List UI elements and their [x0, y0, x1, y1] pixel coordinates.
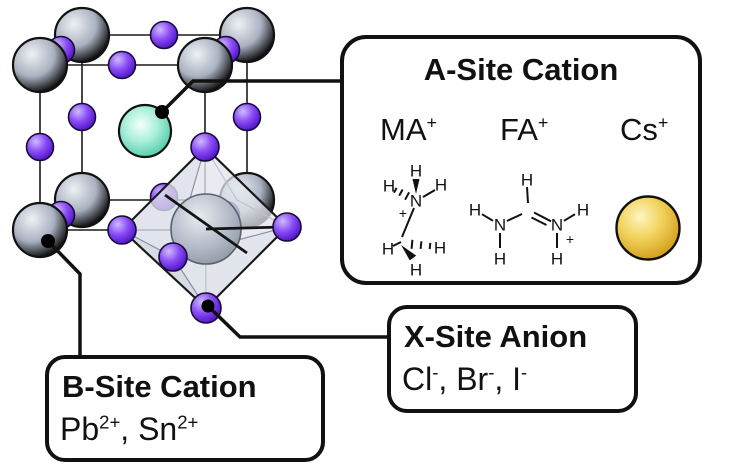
atom-label-h: H	[383, 177, 395, 196]
callout-dot-x-site	[201, 299, 215, 313]
cs-sphere	[615, 195, 681, 261]
ion-separator: ,	[494, 360, 513, 397]
atom-label-h: H	[410, 261, 422, 280]
bx6-octahedron	[107, 132, 302, 324]
cs-label-text: Cs	[620, 112, 658, 147]
x-site-edge-spheres-front	[25, 50, 137, 162]
ion-sn: Sn	[138, 410, 178, 447]
ion-pb: Pb	[60, 410, 100, 447]
b-site-sphere	[11, 36, 69, 94]
ion-cl: Cl	[402, 360, 433, 397]
b-site-ion-list: Pb2+, Sn2+	[49, 405, 321, 447]
ma-charge: +	[426, 112, 438, 133]
atom-label-h: H	[577, 201, 589, 220]
x-site-ion-list: Cl-, Br-, I-	[391, 355, 634, 397]
callout-dot-b-site	[41, 234, 55, 248]
ma-molecular-structure: H H H N + H H H	[382, 162, 447, 280]
atom-label-h: H	[521, 171, 533, 190]
x-site-sphere	[158, 242, 188, 272]
callout-b-site	[41, 234, 82, 360]
hash-bond-upper-left	[393, 187, 410, 201]
atom-label-n: N	[494, 216, 506, 235]
hash-bond-lower-right	[410, 239, 432, 250]
a-site-center-sphere	[117, 103, 173, 159]
x-site-sphere	[149, 20, 179, 50]
atom-label-h: H	[494, 250, 506, 269]
atom-label-h: H	[435, 176, 447, 195]
ion-i: I	[512, 360, 522, 397]
ion-separator: ,	[120, 410, 139, 447]
a-site-cation-box: A-Site Cation MA+ FA+ Cs+ H H H N + H	[340, 35, 702, 285]
b-site-box-title: B-Site Cation	[62, 369, 257, 404]
atom-label-h: H	[551, 250, 563, 269]
atom-label-h: H	[382, 240, 394, 259]
x-site-sphere	[25, 132, 55, 162]
wedge-bond	[401, 245, 417, 261]
octahedron-bonds	[164, 193, 284, 255]
b-site-sphere	[11, 201, 69, 259]
x-site-sphere	[272, 212, 302, 242]
x-site-anion-box: X-Site Anion Cl-, Br-, I-	[387, 305, 638, 413]
cs-charge: +	[657, 112, 669, 133]
atom-label-h: H	[434, 239, 446, 258]
a-site-box-title: A-Site Cation	[423, 52, 619, 87]
ma-cation-label: MA+	[380, 114, 437, 145]
fa-bonds	[481, 186, 576, 248]
ion-cl-charge: -	[432, 360, 439, 382]
atom-label-h: H	[469, 201, 481, 220]
charge-plus: +	[566, 231, 574, 247]
atom-label-h: H	[410, 162, 422, 181]
fa-molecular-structure: H H N N H + H H	[469, 171, 589, 269]
x-site-sphere	[107, 50, 137, 80]
fa-cation-label: FA+	[500, 114, 548, 145]
callout-a-site	[155, 79, 343, 119]
ma-label-text: MA	[380, 112, 427, 147]
b-site-sphere	[176, 36, 234, 94]
x-site-box-title: X-Site Anion	[404, 319, 588, 354]
ion-separator: ,	[438, 360, 457, 397]
cs-cation-label: Cs+	[620, 114, 668, 145]
ion-pb-charge: 2+	[99, 410, 121, 432]
ma-bonds	[392, 189, 436, 247]
atom-label-n: N	[551, 216, 563, 235]
atom-label-n: N	[410, 192, 422, 211]
x-site-sphere	[67, 102, 97, 132]
wedge-bond	[412, 179, 420, 194]
ion-br: Br	[456, 360, 489, 397]
fa-label-text: FA	[500, 112, 538, 147]
callout-x-site	[201, 299, 391, 339]
charge-plus: +	[399, 205, 407, 221]
x-site-sphere	[107, 215, 137, 245]
octahedron-vertex-x-spheres	[107, 132, 302, 324]
ion-br-charge: -	[488, 360, 495, 382]
callout-dot-a-site	[155, 105, 169, 119]
ion-sn-charge: 2+	[177, 410, 199, 432]
x-site-sphere	[190, 132, 220, 162]
fa-charge: +	[537, 112, 549, 133]
octahedron-silhouette-edges	[121, 146, 288, 309]
ion-i-charge: -	[521, 360, 528, 382]
x-site-sphere	[232, 102, 262, 132]
b-site-cation-box: B-Site Cation Pb2+, Sn2+	[45, 355, 325, 462]
